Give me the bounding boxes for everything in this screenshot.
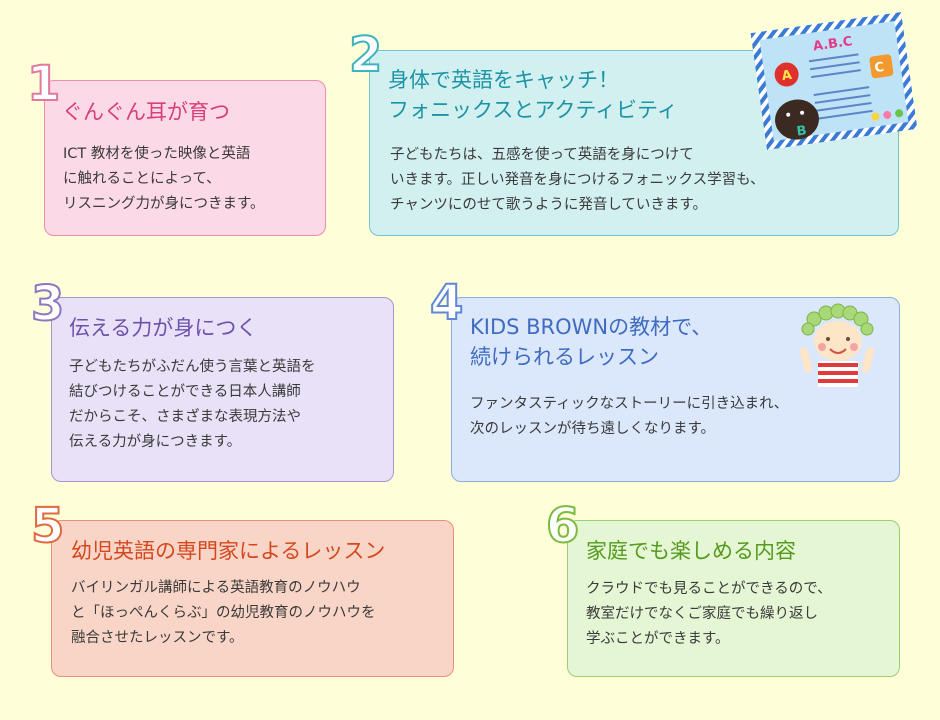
- face: [814, 321, 862, 361]
- feature-text-line: バイリンガル講師による英語教育のノウハウ: [71, 580, 361, 596]
- letter-b: B: [796, 123, 808, 139]
- feature-text-line: チャンツにのせて歌うように発音していきます。: [390, 197, 707, 213]
- feature-title-6: 家庭でも楽しめる内容: [586, 539, 796, 563]
- feature-text-line: 伝える力が身につきます。: [69, 434, 242, 450]
- feature-text-line: クラウドでも見ることができるので、: [586, 581, 832, 597]
- feature-text-line: 子どもたちは、五感を使って英語を身につけて: [390, 147, 694, 163]
- feature-text-3: 子どもたちがふだん使う言葉と英語を 結びつけることができる日本人講師 だからこそ…: [69, 355, 316, 455]
- feature-card-3: [51, 297, 394, 482]
- feature-number-5: 5: [30, 498, 65, 554]
- feature-card-6: [567, 520, 900, 677]
- feature-text-6: クラウドでも見ることができるので、 教室だけでなくご家庭でも繰り返し 学ぶことが…: [586, 577, 832, 652]
- feature-text-line: 子どもたちがふだん使う言葉と英語を: [69, 359, 316, 375]
- feature-text-line: いきます。正しい発音を身につけるフォニックス学習も、: [390, 172, 765, 188]
- feature-text-2: 子どもたちは、五感を使って英語を身につけて いきます。正しい発音を身につけるフォ…: [390, 143, 765, 218]
- apple-icon: [774, 62, 799, 87]
- feature-text-line: リスニング力が身につきます。: [63, 196, 265, 212]
- feature-title-line: 身体で英語をキャッチ！: [388, 68, 619, 92]
- feature-title-5: 幼児英語の専門家によるレッスン: [71, 539, 386, 563]
- feature-title-1: ぐんぐん耳が育つ: [62, 100, 230, 124]
- abc-card-illustration: A.B.C A B C: [750, 11, 918, 151]
- feature-text-5: バイリンガル講師による英語教育のノウハウ と「ほっぺんくらぶ」の幼児教育のノウハ…: [71, 576, 376, 651]
- letter-c: C: [874, 60, 886, 76]
- feature-title-2: 身体で英語をキャッチ！ フォニックスとアクティビティ: [388, 65, 678, 125]
- feature-text-line: に触れることによって、: [63, 171, 221, 187]
- feature-title-line: KIDS BROWNの教材で、: [470, 315, 713, 339]
- letter-a: A: [781, 68, 793, 84]
- feature-number-3: 3: [30, 276, 65, 332]
- feature-title-3: 伝える力が身につく: [69, 316, 258, 340]
- feature-number-2: 2: [348, 27, 383, 83]
- text-lines: [808, 53, 873, 120]
- hair-wreath: [801, 303, 874, 336]
- feature-text-4: ファンタスティックなストーリーに引き込まれ、 次のレッスンが待ち遠しくなります。: [470, 392, 788, 442]
- feature-title-4: KIDS BROWNの教材で、 続けられるレッスン: [470, 312, 712, 372]
- feature-number-4: 4: [429, 275, 464, 331]
- abc-heading: A.B.C: [812, 34, 853, 54]
- cup-icon: [869, 54, 894, 79]
- feature-text-line: だからこそ、さまざまな表現方法や: [69, 409, 301, 425]
- child-illustration: [799, 303, 875, 387]
- feature-text-line: 結びつけることができる日本人講師: [69, 384, 301, 400]
- feature-card-1: [44, 80, 326, 236]
- feature-text-1: ICT 教材を使った映像と英語 に触れることによって、 リスニング力が身につきま…: [63, 142, 265, 217]
- striped-shirt: [818, 361, 858, 387]
- feature-text-line: ファンタスティックなストーリーに引き込まれ、: [470, 396, 789, 412]
- feature-text-line: 次のレッスンが待ち遠しくなります。: [470, 421, 716, 437]
- feature-text-line: ICT 教材を使った映像と英語: [63, 146, 251, 162]
- feature-text-line: 教室だけでなくご家庭でも繰り返し: [586, 606, 818, 622]
- feature-text-line: と「ほっぺんくらぶ」の幼児教育のノウハウを: [71, 605, 376, 621]
- feature-number-6: 6: [545, 498, 580, 554]
- bear-icon: [775, 99, 819, 140]
- feature-title-line: フォニックスとアクティビティ: [388, 98, 678, 122]
- feature-text-line: 融合させたレッスンです。: [71, 630, 244, 646]
- feature-card-5: [51, 520, 454, 677]
- feature-number-1: 1: [26, 56, 61, 112]
- flower-icon: [871, 109, 904, 121]
- feature-title-line: 続けられるレッスン: [470, 345, 659, 369]
- feature-text-line: 学ぶことができます。: [586, 631, 730, 647]
